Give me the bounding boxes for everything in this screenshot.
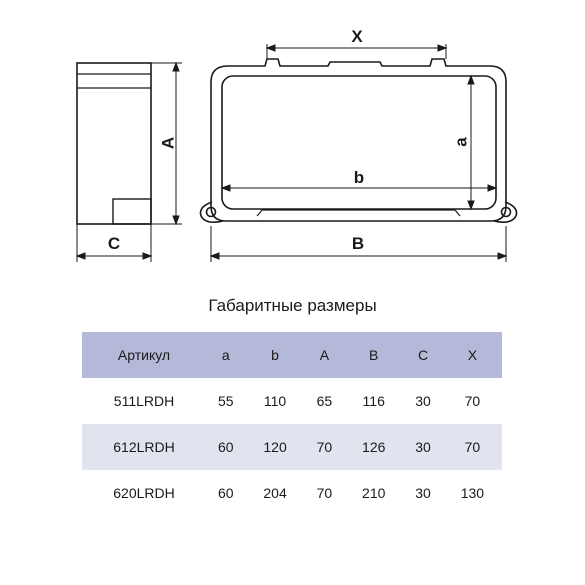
header-a: a — [221, 347, 230, 363]
cell-C: 30 — [415, 393, 431, 409]
label-A: A — [158, 137, 177, 149]
table-title: Габаритные размеры — [208, 296, 377, 315]
table-row: 612LRDH 60 120 70 126 30 70 — [82, 424, 502, 470]
cell-b: 204 — [263, 485, 287, 501]
cell-X: 70 — [464, 439, 481, 455]
cell-article: 620LRDH — [113, 485, 175, 501]
cell-a: 55 — [217, 393, 234, 409]
header-A: A — [319, 347, 330, 363]
cell-C: 30 — [415, 485, 431, 501]
table-row: 511LRDH 55 110 65 116 30 70 — [82, 378, 502, 424]
cell-C: 30 — [415, 439, 431, 455]
dimension-X — [265, 44, 448, 59]
cell-article: 612LRDH — [113, 439, 175, 455]
cell-B: 126 — [362, 439, 386, 455]
dimension-drawing: A C X a — [75, 27, 518, 262]
cell-X: 130 — [460, 485, 485, 501]
cell-B: 210 — [362, 485, 386, 501]
side-view — [76, 62, 152, 225]
cell-B: 116 — [362, 393, 385, 409]
cell-article: 511LRDH — [113, 393, 175, 409]
dimension-A — [151, 61, 182, 226]
cell-b: 120 — [263, 439, 287, 455]
cell-A: 70 — [316, 485, 333, 501]
table-row: 620LRDH 60 204 70 210 30 130 — [82, 470, 502, 516]
label-C: C — [108, 234, 120, 253]
header-b: b — [271, 347, 279, 363]
dimension-a — [467, 74, 475, 211]
dimensions-table: Артикул a b A B C X 511LRDH 55 110 65 11… — [82, 332, 502, 516]
cell-A: 70 — [316, 439, 333, 455]
cell-A: 65 — [316, 393, 333, 409]
label-b: b — [354, 168, 364, 187]
header-B: B — [369, 347, 379, 363]
header-X: X — [467, 347, 478, 363]
label-X: X — [351, 27, 363, 46]
header-article: Артикул — [117, 347, 171, 363]
front-view — [199, 58, 518, 223]
cell-a: 60 — [217, 485, 234, 501]
label-B: B — [352, 234, 364, 253]
dimension-B — [209, 226, 508, 262]
header-C: C — [417, 347, 429, 363]
cell-a: 60 — [217, 439, 234, 455]
table-header-row: Артикул a b A B C X — [82, 332, 502, 378]
label-a: a — [451, 137, 470, 147]
dimension-C — [75, 224, 153, 262]
cell-X: 70 — [464, 393, 481, 409]
cell-b: 110 — [263, 393, 287, 409]
dimension-b — [220, 184, 498, 192]
